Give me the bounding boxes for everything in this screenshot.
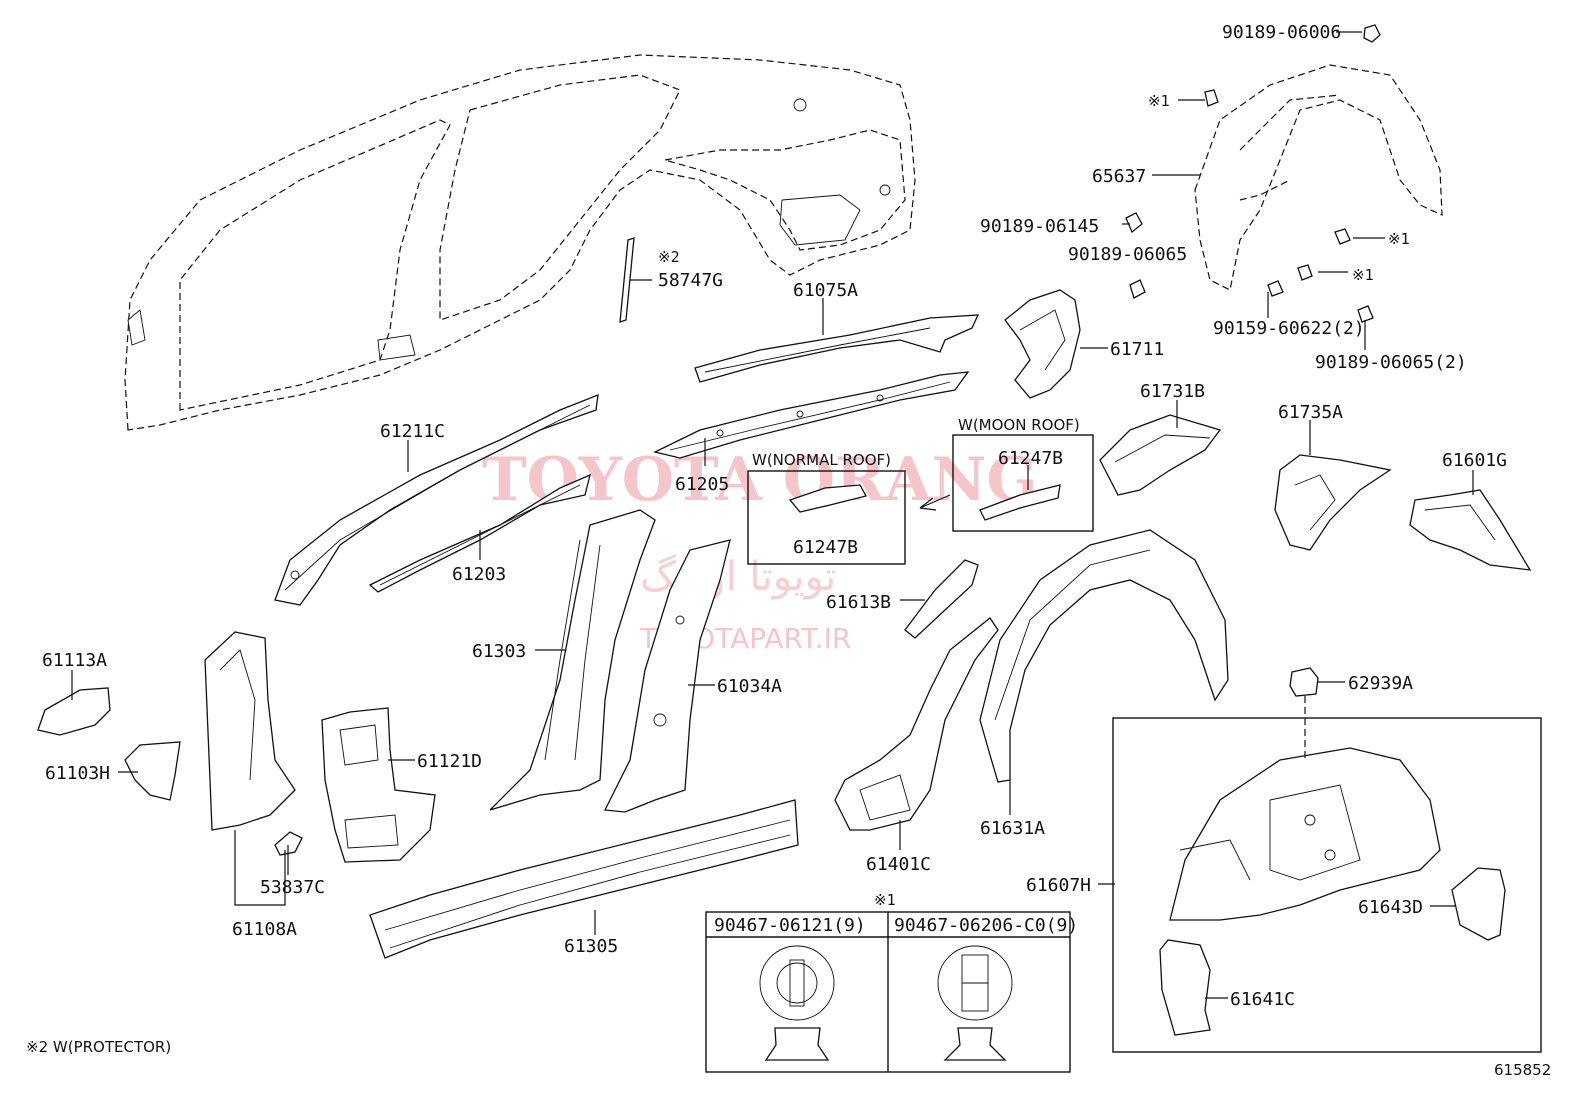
- label-61735a[interactable]: 61735A: [1278, 402, 1343, 423]
- label-61108a[interactable]: 61108A: [232, 919, 297, 940]
- part-61731b-panel[interactable]: [1099, 414, 1222, 496]
- label-61247b-moon[interactable]: 61247B: [998, 448, 1063, 469]
- part-58747g-strip[interactable]: [619, 237, 635, 323]
- label-61075a[interactable]: 61075A: [793, 280, 858, 301]
- notes: ※1 ※1 ※1 ※2 ※1 W(MOON ROOF) W(NORMAL ROO…: [26, 92, 1551, 1079]
- part-61034a-pillar-inner[interactable]: [603, 539, 731, 813]
- part-61643d-bracket[interactable]: [1451, 867, 1506, 941]
- body-side-outline: [124, 54, 916, 431]
- part-61305-rocker[interactable]: [369, 799, 799, 959]
- screw-90159-60622-icon: [1267, 280, 1284, 297]
- label-53837c[interactable]: 53837C: [260, 877, 325, 898]
- label-90189-06145[interactable]: 90189-06145: [980, 216, 1099, 237]
- label-clip-90467-06206[interactable]: 90467-06206-C0(9): [894, 915, 1078, 936]
- roof-variant-arrow: [919, 494, 951, 511]
- watermark: TOYOTA ORANG تویوتا اورنگ TOYOTAPART.IR: [482, 445, 1038, 655]
- label-90159-60622[interactable]: 90159-60622(2): [1213, 318, 1365, 339]
- bolt-90189-06065-icon: [1129, 279, 1146, 299]
- part-61121d-panel[interactable]: [321, 707, 436, 863]
- part-61108a-front-pillar[interactable]: [204, 631, 296, 831]
- nut-mid-icon: [1334, 228, 1351, 245]
- label-61631a[interactable]: 61631A: [980, 818, 1045, 839]
- label-61247b-normal[interactable]: 61247B: [793, 537, 858, 558]
- mark1-nut-right: ※1: [1352, 266, 1374, 284]
- part-61401c-panel[interactable]: [834, 617, 999, 831]
- part-61113a-bracket[interactable]: [37, 687, 111, 736]
- label-61103h[interactable]: 61103H: [45, 763, 110, 784]
- label-61641c[interactable]: 61641C: [1230, 989, 1295, 1010]
- part-53837c-clip[interactable]: [274, 831, 303, 856]
- label-61401c[interactable]: 61401C: [866, 854, 931, 875]
- protector-footnote: ※2 W(PROTECTOR): [26, 1038, 171, 1056]
- watermark-brand: TOYOTA ORANG: [482, 445, 1038, 515]
- label-61601g[interactable]: 61601G: [1442, 450, 1507, 471]
- label-61303[interactable]: 61303: [472, 641, 526, 662]
- label-61205[interactable]: 61205: [675, 474, 729, 495]
- clip-inset-table: [705, 911, 1071, 1073]
- part-61303-center-pillar[interactable]: [489, 509, 656, 811]
- label-61113a[interactable]: 61113A: [42, 650, 107, 671]
- nut-top-icon: [1204, 89, 1219, 107]
- bolt-90189-06145-icon: [1125, 212, 1143, 234]
- label-61643d[interactable]: 61643D: [1358, 897, 1423, 918]
- clip-b-icon: [937, 945, 1013, 1061]
- label-61613b[interactable]: 61613B: [826, 592, 891, 613]
- label-90189-06065-2[interactable]: 90189-06065(2): [1315, 352, 1467, 373]
- part-61735a-panel[interactable]: [1274, 454, 1392, 551]
- normal-roof-title: W(NORMAL ROOF): [752, 451, 891, 469]
- part-65637-liner[interactable]: [1194, 64, 1443, 291]
- part-61075a-roof-rail[interactable]: [694, 314, 980, 383]
- diagram-id: 615852: [1494, 1061, 1551, 1079]
- mark1-clip-table: ※1: [874, 891, 896, 909]
- part-61631a-arch[interactable]: [979, 529, 1229, 783]
- label-61711[interactable]: 61711: [1110, 339, 1164, 360]
- mark1-nut-top: ※1: [1148, 92, 1170, 110]
- part-61711-bracket[interactable]: [1004, 289, 1081, 399]
- label-61305[interactable]: 61305: [564, 936, 618, 957]
- label-61121d[interactable]: 61121D: [417, 751, 482, 772]
- part-61613b-brace[interactable]: [904, 559, 979, 639]
- nut-right-icon: [1297, 264, 1313, 281]
- mark2-protector: ※2: [658, 248, 680, 266]
- label-61211c[interactable]: 61211C: [380, 421, 445, 442]
- fastener-icons: [1125, 24, 1381, 323]
- label-clip-90467-06121[interactable]: 90467-06121(9): [714, 915, 866, 936]
- label-65637[interactable]: 65637: [1092, 166, 1146, 187]
- leader-lines: [71, 31, 1474, 999]
- part-61103h-bracket[interactable]: [124, 741, 181, 801]
- label-90189-06065[interactable]: 90189-06065: [1068, 244, 1187, 265]
- mark1-nut-mid: ※1: [1388, 230, 1410, 248]
- part-61601g-panel[interactable]: [1409, 489, 1532, 571]
- part-61211c-outer-rail[interactable]: [274, 393, 599, 606]
- part-62939a-pad[interactable]: [1289, 667, 1319, 697]
- label-58747g[interactable]: 58747G: [658, 270, 723, 291]
- part-labels: 90189-06006 65637 90189-06145 90189-0606…: [42, 22, 1507, 1010]
- label-61731b[interactable]: 61731B: [1140, 381, 1205, 402]
- label-62939a[interactable]: 62939A: [1348, 673, 1413, 694]
- label-61034a[interactable]: 61034A: [717, 676, 782, 697]
- moon-roof-box: [952, 434, 1094, 532]
- wheel-house-group-box: [1112, 717, 1542, 1053]
- label-61607h[interactable]: 61607H: [1026, 875, 1091, 896]
- part-61607h-wheel-house[interactable]: [1169, 747, 1441, 921]
- label-90189-06006[interactable]: 90189-06006: [1222, 22, 1341, 43]
- part-61205-inner-rail[interactable]: [653, 371, 970, 459]
- clip-a-icon: [759, 945, 835, 1061]
- moon-roof-title: W(MOON ROOF): [958, 416, 1080, 434]
- label-61203[interactable]: 61203: [452, 564, 506, 585]
- part-61641c-bracket[interactable]: [1159, 939, 1211, 1036]
- bolt-90189-06006-icon: [1363, 24, 1381, 43]
- normal-roof-box: [747, 470, 906, 565]
- bolt-90189-06065-2-icon: [1357, 305, 1374, 323]
